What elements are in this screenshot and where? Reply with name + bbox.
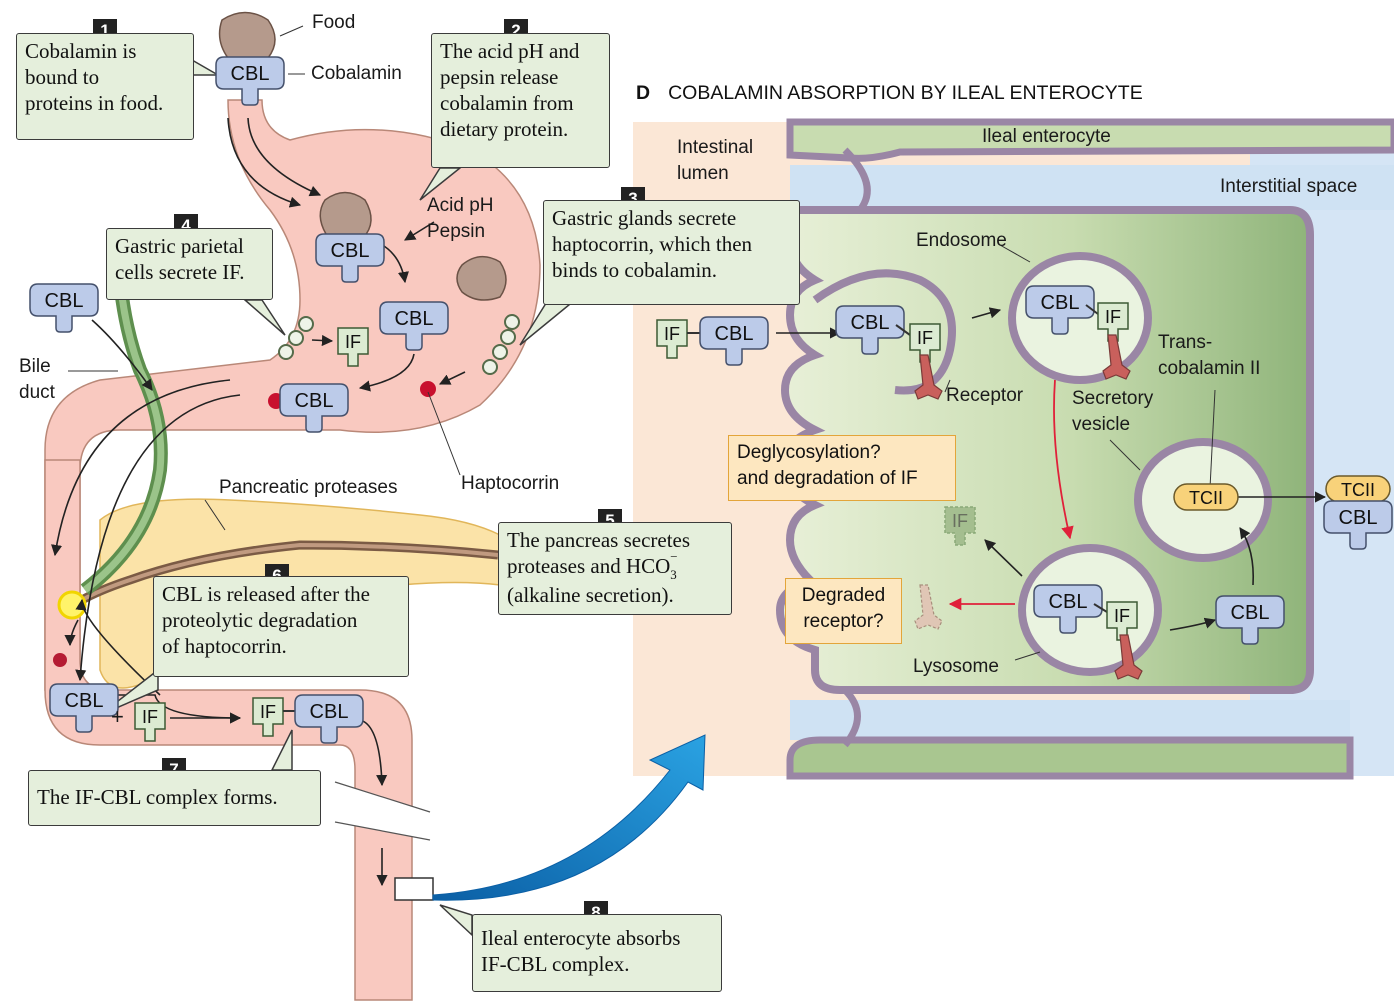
step-5-text-a: The pancreas secretes proteases and HCO bbox=[507, 528, 691, 578]
degradation-arrows bbox=[948, 379, 1074, 611]
if-lumen: IF bbox=[656, 319, 688, 359]
flow-arrows bbox=[51, 117, 1327, 887]
cbl-bile: CBL bbox=[29, 283, 99, 333]
intestinal-lumen-label: Intestinal lumen bbox=[677, 137, 754, 184]
cbl-endosome: CBL bbox=[1025, 285, 1095, 335]
step-6-callout: CBL is released after the proteolytic de… bbox=[153, 576, 409, 677]
lysosome-label: Lysosome bbox=[913, 656, 999, 677]
cbl-cytosol: CBL bbox=[1215, 595, 1285, 645]
pancreatic-proteases-label: Pancreatic proteases bbox=[219, 477, 398, 498]
acid-ph-pepsin-label: Acid pH Pepsin bbox=[427, 195, 494, 242]
if-complex-left-text: IF bbox=[260, 702, 276, 722]
step-5-callout: The pancreas secretes proteases and HCO−… bbox=[498, 522, 732, 615]
interstitial-space-label: Interstitial space bbox=[1220, 176, 1358, 197]
panel-title: COBALAMIN ABSORPTION BY ILEAL ENTEROCYTE bbox=[668, 82, 1143, 104]
if-degraded: IF bbox=[944, 506, 976, 546]
tcii-interstitial: TCII bbox=[1325, 475, 1391, 503]
step-1-callout: Cobalamin is bound to proteins in food. bbox=[16, 33, 194, 140]
endosome-label: Endosome bbox=[916, 230, 1007, 251]
cbl-lysosome: CBL bbox=[1033, 584, 1103, 634]
transcobalamin-label: Trans- cobalamin II bbox=[1158, 332, 1261, 379]
secretory-vesicle-label: Secretory vesicle bbox=[1072, 388, 1154, 435]
step-3-callout: Gastric glands secrete haptocorrin, whic… bbox=[543, 200, 800, 305]
if-parietal-text: IF bbox=[345, 332, 361, 352]
cbl-pit-text: CBL bbox=[851, 312, 890, 334]
leader-lines bbox=[68, 25, 1216, 661]
step-5-sub: 3 bbox=[670, 567, 677, 582]
step-5-sup: − bbox=[670, 549, 678, 564]
cbl-pit: CBL bbox=[835, 305, 905, 355]
bond-line bbox=[1093, 603, 1108, 613]
cbl-stomach-2-text: CBL bbox=[395, 308, 434, 330]
bond-line bbox=[895, 324, 911, 336]
if-lysosome-text: IF bbox=[1114, 606, 1130, 626]
cbl-food-text: CBL bbox=[231, 63, 270, 85]
cbl-lumen-text: CBL bbox=[715, 323, 754, 345]
degraded-receptor-note: Degraded receptor? bbox=[785, 578, 902, 644]
receptor-lysosome bbox=[1114, 634, 1143, 680]
step-7-callout: The IF-CBL complex forms. bbox=[28, 770, 321, 826]
food-label: Food bbox=[312, 12, 356, 33]
cbl-haptocorrin-text: CBL bbox=[295, 390, 334, 412]
step-2-callout: The acid pH and pepsin release cobalamin… bbox=[431, 33, 610, 168]
ileal-enterocyte-label: Ileal enterocyte bbox=[982, 126, 1111, 147]
if-free-text: IF bbox=[142, 707, 158, 727]
receptor-pit bbox=[914, 354, 943, 400]
receptor-label: Receptor bbox=[946, 385, 1024, 406]
if-degraded-text: IF bbox=[952, 511, 968, 531]
cbl-stomach-2: CBL bbox=[379, 301, 449, 351]
cbl-stomach-1-text: CBL bbox=[331, 240, 370, 262]
if-parietal: IF bbox=[337, 327, 369, 367]
tcii-vesicle: TCII bbox=[1173, 483, 1239, 511]
cbl-lumen: CBL bbox=[699, 316, 769, 366]
cbl-bile-text: CBL bbox=[45, 290, 84, 312]
molecule-glyphs: CBL CBL CBL IF CBL CBL CBL IF IF CBL IF CBL CBL IF CBL… bbox=[29, 56, 1393, 744]
cbl-stomach-1: CBL bbox=[315, 233, 385, 283]
cbl-cytosol-text: CBL bbox=[1231, 602, 1270, 624]
receptor-degraded bbox=[914, 584, 943, 630]
step-4-callout: Gastric parietal cells secrete IF. bbox=[106, 228, 273, 300]
if-endosome: IF bbox=[1097, 302, 1129, 342]
deglycosylation-note: Deglycosylation? and degradation of IF bbox=[728, 435, 956, 501]
step-5-text-b: (alkaline secretion). bbox=[507, 583, 674, 607]
bond-line bbox=[1085, 304, 1099, 315]
cbl-endosome-text: CBL bbox=[1041, 292, 1080, 314]
if-pit-text: IF bbox=[917, 328, 933, 348]
cbl-complex-left: CBL bbox=[294, 694, 364, 744]
absorption-arrow bbox=[432, 734, 706, 901]
cbl-lysosome-text: CBL bbox=[1049, 591, 1088, 613]
cobalamin-label: Cobalamin bbox=[311, 63, 402, 84]
haptocorrin-label: Haptocorrin bbox=[461, 473, 560, 494]
cbl-free: CBL bbox=[49, 683, 119, 733]
if-endosome-text: IF bbox=[1105, 307, 1121, 327]
if-free: IF bbox=[134, 702, 166, 742]
step-8-callout: Ileal enterocyte absorbs IF-CBL complex. bbox=[472, 914, 722, 992]
cbl-food: CBL bbox=[215, 56, 285, 106]
bile-duct-label: Bile duct bbox=[19, 356, 55, 403]
cbl-free-text: CBL bbox=[65, 690, 104, 712]
panel-heading: D COBALAMIN ABSORPTION BY ILEAL ENTEROCYT… bbox=[636, 82, 1143, 105]
cbl-interstitial: CBL bbox=[1323, 500, 1393, 550]
tcii-vesicle-text: TCII bbox=[1189, 488, 1223, 508]
cbl-interstitial-text: CBL bbox=[1339, 507, 1378, 529]
panel-letter: D bbox=[636, 82, 651, 104]
if-complex-left: IF bbox=[252, 697, 284, 737]
if-lumen-text: IF bbox=[664, 324, 680, 344]
plus-sign: + bbox=[111, 704, 124, 729]
receptor-endosome bbox=[1102, 334, 1131, 380]
cbl-haptocorrin: CBL bbox=[279, 383, 349, 433]
tcii-interstitial-text: TCII bbox=[1341, 480, 1375, 500]
cbl-complex-left-text: CBL bbox=[310, 701, 349, 723]
